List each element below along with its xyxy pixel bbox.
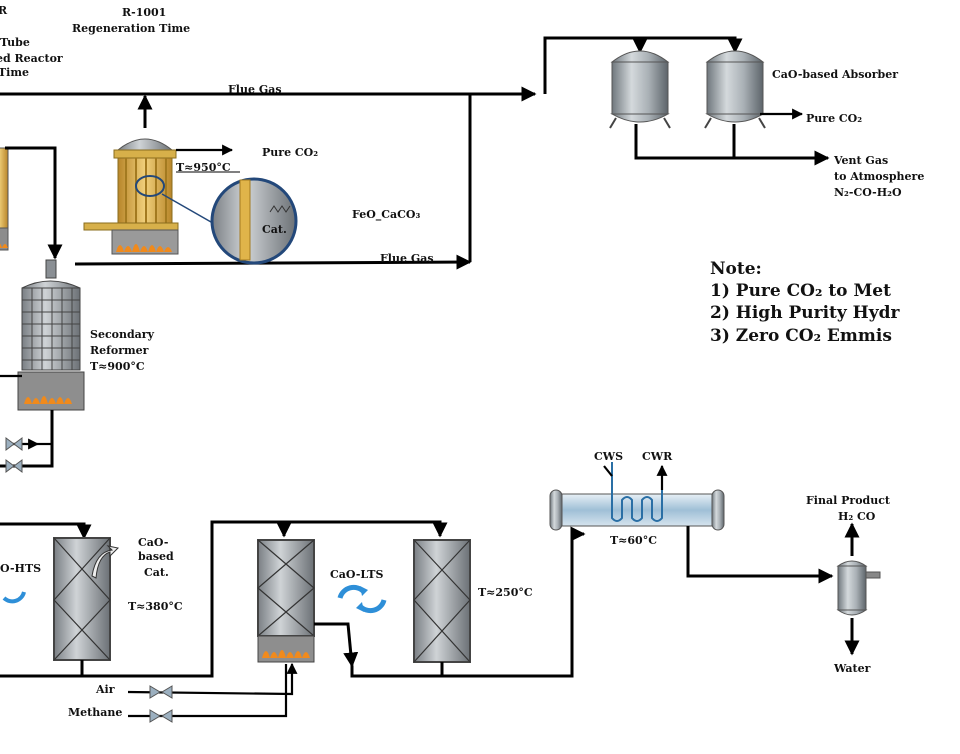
label-cao-based-1: CaO-	[138, 536, 168, 549]
label-air: Air	[95, 683, 115, 696]
label-r: R	[0, 4, 8, 17]
cao-absorber-1	[609, 50, 734, 160]
label-h2co: H₂ CO	[838, 510, 876, 523]
separator-drum	[836, 522, 881, 656]
label-vent-gas: Vent Gas	[833, 154, 888, 167]
label-flue-gas-top: Flue Gas	[228, 83, 282, 96]
cao-absorber-2	[704, 50, 830, 166]
label-t950: T≈950°C	[176, 161, 231, 174]
pipe-hts-to-lts	[82, 520, 292, 678]
lts-reactor-1	[257, 520, 448, 668]
label-hts: O-HTS	[0, 562, 41, 575]
label-final-product: Final Product	[806, 494, 891, 507]
label-secondary: Secondary	[90, 328, 155, 341]
label-t900: T≈900°C	[90, 360, 145, 373]
label-fixed-reactor: ed Reactor	[0, 52, 63, 65]
label-feo-caco3: FeO_CaCO₃	[352, 208, 421, 222]
label-cws: CWS	[594, 450, 623, 463]
label-time-left: Time	[0, 66, 29, 79]
note-item-1: 1) Pure CO₂ to Met	[710, 281, 891, 301]
flue-gas-pipes	[0, 36, 743, 270]
label-t60: T≈60°C	[610, 534, 657, 547]
label-water: Water	[833, 662, 871, 675]
air-methane-inlets	[127, 662, 298, 723]
label-t250: T≈250°C	[478, 586, 533, 599]
label-t380: T≈380°C	[128, 600, 183, 613]
catalyst-zoom-circle: Cat.	[210, 177, 298, 265]
label-methane: Methane	[68, 706, 122, 719]
label-flue-gas-mid: Flue Gas	[380, 252, 434, 265]
label-pure-co2-absorber: Pure CO₂	[806, 112, 862, 125]
label-regeneration-time: Regeneration Time	[72, 22, 190, 35]
note-title: Note:	[710, 259, 762, 279]
label-cao-based-2: based	[138, 550, 174, 563]
label-pure-co2-reactor: Pure CO₂	[262, 146, 318, 159]
regeneration-reactor	[83, 138, 240, 255]
secondary-reformer	[0, 259, 85, 473]
recycle-icon	[337, 584, 387, 614]
hts-reactor	[0, 522, 120, 678]
label-tube: Tube	[0, 36, 30, 49]
label-cao-based-3: Cat.	[144, 566, 169, 579]
label-r1001: R-1001	[122, 6, 166, 19]
label-to-atmosphere: to Atmosphere	[834, 170, 924, 183]
label-n2-co-h2o: N₂-CO-H₂O	[834, 186, 902, 199]
label-cat: Cat.	[262, 223, 287, 236]
label-cwr: CWR	[642, 450, 673, 463]
label-reformer: Reformer	[90, 344, 149, 357]
note-block: Note: 1) Pure CO₂ to Met 2) High Purity …	[710, 259, 901, 346]
lts-reactor-2	[350, 526, 586, 678]
label-cao-absorber: CaO-based Absorber	[772, 68, 898, 81]
note-item-2: 2) High Purity Hydr	[710, 303, 901, 323]
partial-reactor-left	[0, 146, 63, 260]
note-item-3: 3) Zero CO₂ Emmis	[710, 326, 892, 346]
heat-exchanger	[549, 462, 834, 584]
label-lts: CaO-LTS	[330, 568, 383, 581]
